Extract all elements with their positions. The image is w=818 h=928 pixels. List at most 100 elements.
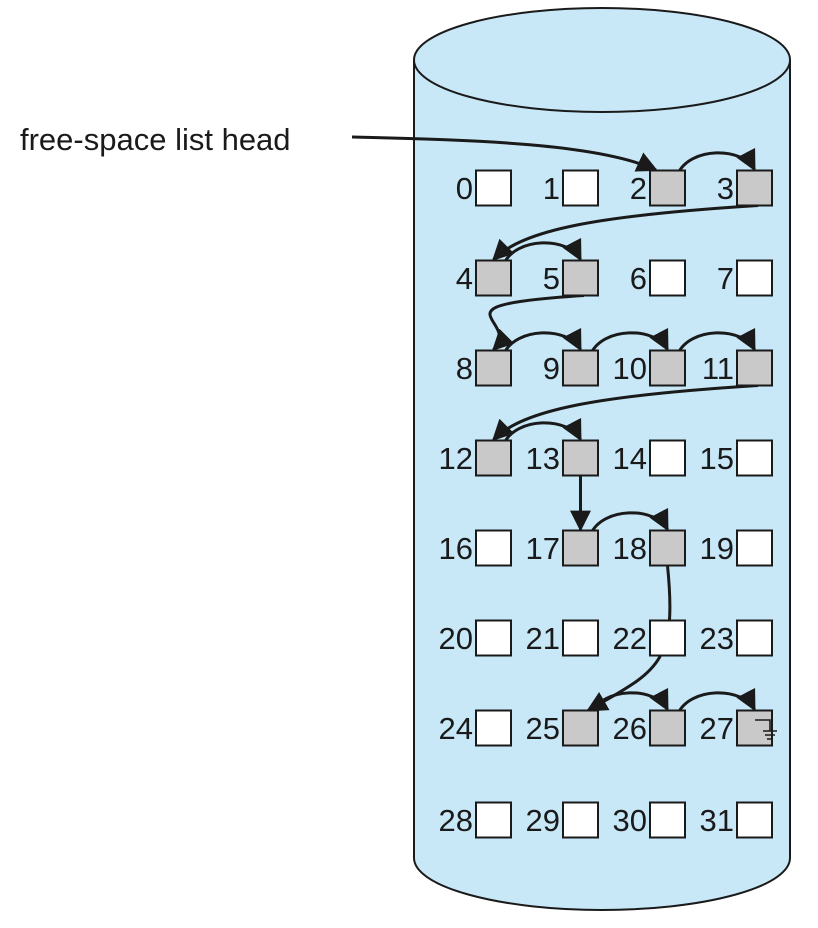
free-block-box (649, 529, 686, 567)
free-block-box (649, 169, 686, 207)
block-number-label: 4 (456, 261, 473, 296)
block-number-label: 12 (439, 441, 473, 476)
allocated-block-box (649, 619, 686, 657)
free-block-box (736, 169, 773, 207)
block-number-label: 3 (717, 171, 734, 206)
free-block-box (475, 439, 512, 477)
block-28: 28 (439, 801, 512, 839)
block-number-label: 27 (700, 711, 734, 746)
block-11: 11 (702, 349, 773, 387)
block-number-label: 19 (700, 531, 734, 566)
free-link-3-to-4 (492, 204, 759, 261)
free-block-box (475, 349, 512, 387)
free-link-25-to-26 (589, 687, 669, 716)
allocated-block-box (475, 169, 512, 207)
block-20: 20 (439, 619, 512, 657)
block-4: 4 (456, 259, 512, 297)
block-26: 26 (613, 709, 686, 747)
allocated-block-box (736, 259, 773, 297)
block-24: 24 (439, 709, 512, 747)
block-number-label: 2 (630, 171, 647, 206)
free-link-10-to-11 (676, 327, 756, 356)
block-9: 9 (543, 349, 599, 387)
block-30: 30 (613, 801, 686, 839)
allocated-block-box (736, 619, 773, 657)
allocated-block-box (475, 801, 512, 839)
free-list-links (488, 147, 759, 716)
free-link-4-to-5 (502, 237, 582, 266)
block-number-label: 13 (526, 441, 560, 476)
block-number-label: 29 (526, 803, 560, 838)
block-number-label: 18 (613, 531, 647, 566)
block-22: 22 (613, 619, 686, 657)
block-16: 16 (439, 529, 512, 567)
block-number-label: 8 (456, 351, 473, 386)
free-block-box (562, 439, 599, 477)
block-19: 19 (700, 529, 773, 567)
block-number-label: 20 (439, 621, 473, 656)
null-ground-icon (755, 719, 777, 740)
free-link-11-to-12 (492, 384, 759, 441)
block-number-label: 16 (439, 531, 473, 566)
free-block-box (562, 349, 599, 387)
block-number-label: 0 (456, 171, 473, 206)
block-number-label: 11 (702, 351, 734, 386)
block-number-label: 23 (700, 621, 734, 656)
allocated-block-box (649, 801, 686, 839)
free-block-box (475, 259, 512, 297)
free-block-box (562, 709, 599, 747)
free-block-box (649, 709, 686, 747)
allocated-block-box (475, 529, 512, 567)
block-17: 17 (526, 529, 599, 567)
head-pointer-arrow (351, 135, 658, 172)
cylinder-top (413, 7, 791, 113)
free-block-box (562, 259, 599, 297)
block-number-label: 21 (526, 621, 560, 656)
block-15: 15 (700, 439, 773, 477)
block-2: 2 (630, 169, 686, 207)
block-number-label: 26 (613, 711, 647, 746)
block-number-label: 10 (613, 351, 647, 386)
block-number-label: 7 (717, 261, 734, 296)
free-link-9-to-10 (589, 327, 669, 356)
allocated-block-box (562, 169, 599, 207)
free-link-8-to-9 (502, 327, 582, 356)
block-number-label: 14 (613, 441, 647, 476)
allocated-block-box (736, 801, 773, 839)
allocated-block-box (475, 619, 512, 657)
block-number-label: 5 (543, 261, 560, 296)
block-number-label: 15 (700, 441, 734, 476)
block-number-label: 17 (526, 531, 560, 566)
free-space-list-head-label: free-space list head (20, 122, 291, 157)
block-number-label: 28 (439, 803, 473, 838)
allocated-block-box (562, 619, 599, 657)
block-6: 6 (630, 259, 686, 297)
block-25: 25 (526, 709, 599, 747)
block-27: 27 (700, 709, 773, 747)
free-block-box (736, 709, 773, 747)
block-7: 7 (717, 259, 773, 297)
block-14: 14 (613, 439, 686, 477)
allocated-block-box (475, 709, 512, 747)
block-5: 5 (543, 259, 599, 297)
block-10: 10 (613, 349, 686, 387)
block-number-label: 9 (543, 351, 560, 386)
free-block-box (562, 529, 599, 567)
free-block-box (649, 349, 686, 387)
block-number-label: 31 (700, 803, 734, 838)
block-number-label: 24 (439, 711, 473, 746)
block-23: 23 (700, 619, 773, 657)
free-link-26-to-27 (676, 687, 756, 716)
free-link-2-to-3 (676, 147, 756, 176)
block-number-label: 25 (526, 711, 560, 746)
block-21: 21 (526, 619, 599, 657)
allocated-block-box (562, 801, 599, 839)
block-12: 12 (439, 439, 512, 477)
block-0: 0 (456, 169, 512, 207)
allocated-block-box (649, 259, 686, 297)
block-29: 29 (526, 801, 599, 839)
free-link-5-to-8 (488, 294, 585, 351)
free-block-box (736, 349, 773, 387)
